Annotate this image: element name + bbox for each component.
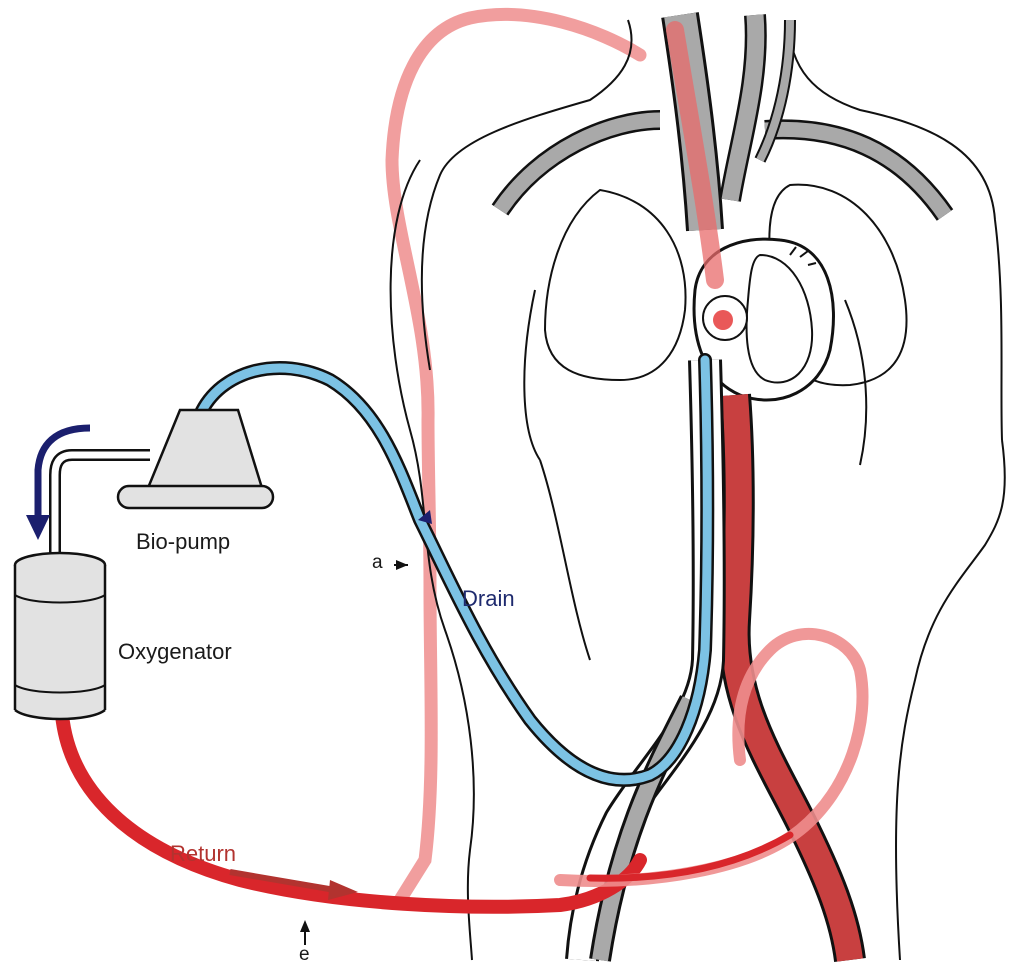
drain-cannula-blue [200,360,707,780]
up-arrow-icon [300,920,310,945]
drain-label: Drain [462,588,515,610]
oxygenator-label: Oxygenator [118,641,232,663]
marker-a-label: a [372,553,383,572]
great-vessels [500,15,945,230]
return-label: Return [170,843,236,865]
left-arrow-icon [394,560,408,570]
marker-e-label: e [299,945,310,964]
light-red-cannula-loop-upper [392,14,640,900]
oxygenator-device [15,553,105,719]
bio-pump-label: Bio-pump [136,531,230,553]
